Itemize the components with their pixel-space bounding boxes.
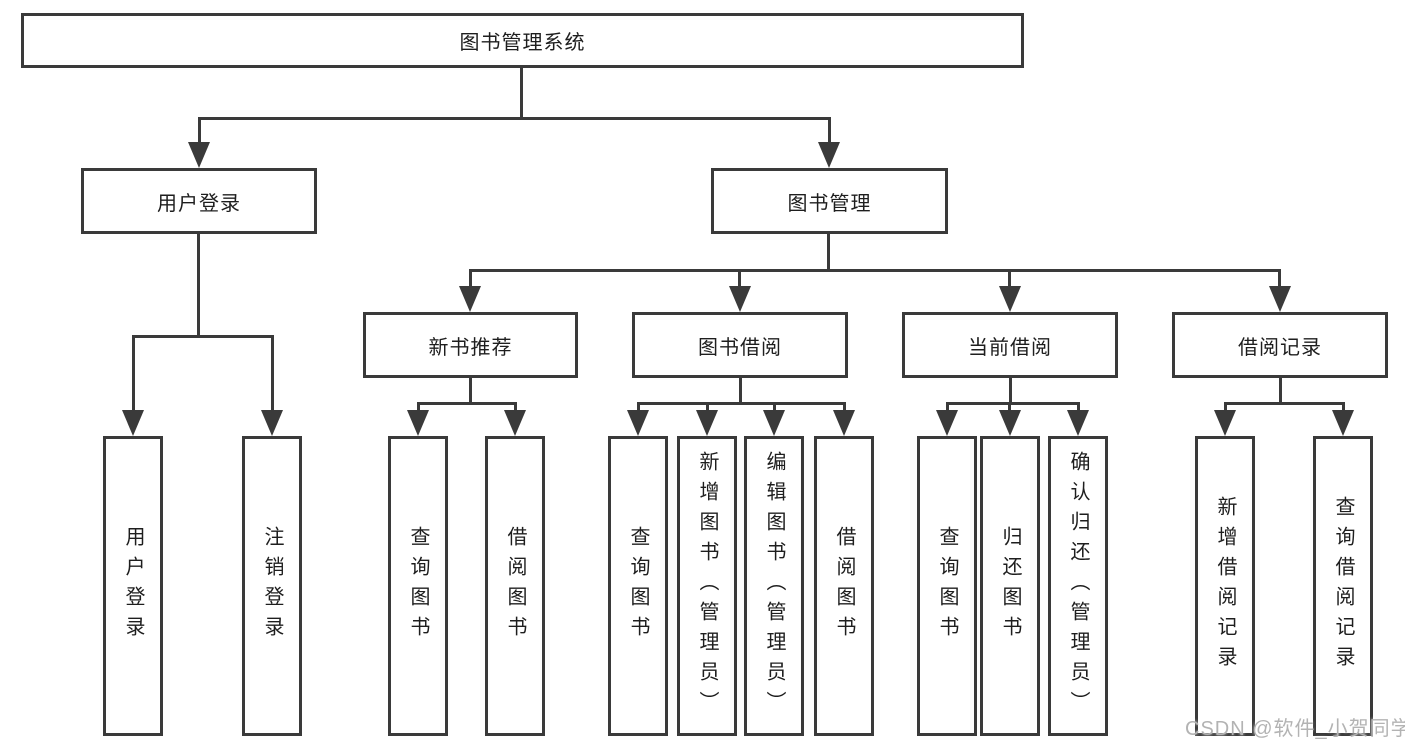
arrow-down-icon — [818, 142, 840, 168]
connector-vline — [417, 405, 420, 413]
connector-vline — [1008, 405, 1011, 413]
leaf-logout-box: 注销登录 — [242, 436, 302, 736]
leaf-label: 归还图书 — [999, 526, 1021, 646]
leaf-label: 新增图书（管理员） — [696, 451, 718, 721]
leaf-label: 查询图书 — [936, 526, 958, 646]
connector-vline — [520, 67, 523, 120]
connector-vline — [828, 120, 831, 146]
leaf-add-books-admin-box: 新增图书（管理员） — [677, 436, 737, 736]
arrow-down-icon — [261, 410, 283, 436]
arrow-down-icon — [627, 410, 649, 436]
connector-vline — [738, 272, 741, 288]
arrow-down-icon — [696, 410, 718, 436]
connector-vline — [469, 272, 472, 288]
connector-hline — [1224, 402, 1345, 405]
leaf-borrow-books-box: 借阅图书 — [485, 436, 545, 736]
leaf-label: 编辑图书（管理员） — [763, 451, 785, 721]
leaf-query-books-box: 查询图书 — [608, 436, 668, 736]
connector-hline — [132, 335, 274, 338]
connector-hline — [469, 269, 1281, 272]
group-borrow-records-box: 借阅记录 — [1172, 312, 1388, 378]
branch-book-management-box: 图书管理 — [711, 168, 948, 234]
connector-vline — [843, 405, 846, 413]
leaf-label: 确认归还（管理员） — [1067, 451, 1089, 721]
arrow-down-icon — [999, 410, 1021, 436]
leaf-label: 借阅图书 — [504, 526, 526, 646]
connector-vline — [773, 405, 776, 413]
leaf-query-books-box: 查询图书 — [917, 436, 977, 736]
connector-vline — [1342, 405, 1345, 413]
connector-vline — [1279, 378, 1282, 405]
connector-vline — [198, 120, 201, 146]
connector-vline — [946, 405, 949, 413]
arrow-down-icon — [936, 410, 958, 436]
connector-vline — [197, 234, 200, 337]
connector-vline — [739, 378, 742, 405]
arrow-down-icon — [763, 410, 785, 436]
group-book-borrow-box: 图书借阅 — [632, 312, 848, 378]
arrow-down-icon — [1067, 410, 1089, 436]
arrow-down-icon — [122, 410, 144, 436]
connector-hline — [637, 402, 846, 405]
arrow-down-icon — [1332, 410, 1354, 436]
leaf-add-borrow-record-box: 新增借阅记录 — [1195, 436, 1255, 736]
arrow-down-icon — [1269, 286, 1291, 312]
connector-vline — [1278, 272, 1281, 288]
leaf-label: 查询借阅记录 — [1332, 496, 1354, 676]
connector-vline — [469, 378, 472, 405]
csdn-watermark: CSDN @软件_小贺同学 — [1185, 718, 1405, 740]
leaf-query-borrow-record-box: 查询借阅记录 — [1313, 436, 1373, 736]
leaf-label: 查询图书 — [407, 526, 429, 646]
connector-vline — [1224, 405, 1227, 413]
arrow-down-icon — [188, 142, 210, 168]
connector-vline — [637, 405, 640, 413]
leaf-query-books-box: 查询图书 — [388, 436, 448, 736]
arrow-down-icon — [459, 286, 481, 312]
connector-hline — [417, 402, 517, 405]
connector-vline — [1009, 378, 1012, 405]
leaf-confirm-return-admin-box: 确认归还（管理员） — [1048, 436, 1108, 736]
arrow-down-icon — [504, 410, 526, 436]
leaf-label: 借阅图书 — [833, 526, 855, 646]
arrow-down-icon — [729, 286, 751, 312]
connector-hline — [198, 117, 831, 120]
leaf-borrow-books-box: 借阅图书 — [814, 436, 874, 736]
root-box: 图书管理系统 — [21, 13, 1024, 68]
group-new-book-box: 新书推荐 — [363, 312, 578, 378]
leaf-label: 用户登录 — [122, 526, 144, 646]
leaf-label: 注销登录 — [261, 526, 283, 646]
connector-vline — [1008, 272, 1011, 288]
connector-vline — [271, 338, 274, 412]
connector-vline — [1077, 405, 1080, 413]
leaf-return-books-box: 归还图书 — [980, 436, 1040, 736]
arrow-down-icon — [999, 286, 1021, 312]
connector-vline — [827, 234, 830, 272]
leaf-user-login-box: 用户登录 — [103, 436, 163, 736]
arrow-down-icon — [833, 410, 855, 436]
connector-vline — [514, 405, 517, 413]
arrow-down-icon — [407, 410, 429, 436]
connector-vline — [706, 405, 709, 413]
leaf-label: 查询图书 — [627, 526, 649, 646]
connector-hline — [946, 402, 1080, 405]
arrow-down-icon — [1214, 410, 1236, 436]
group-current-borrow-box: 当前借阅 — [902, 312, 1118, 378]
branch-user-login-box: 用户登录 — [81, 168, 317, 234]
leaf-edit-books-admin-box: 编辑图书（管理员） — [744, 436, 804, 736]
connector-vline — [132, 338, 135, 412]
leaf-label: 新增借阅记录 — [1214, 496, 1236, 676]
